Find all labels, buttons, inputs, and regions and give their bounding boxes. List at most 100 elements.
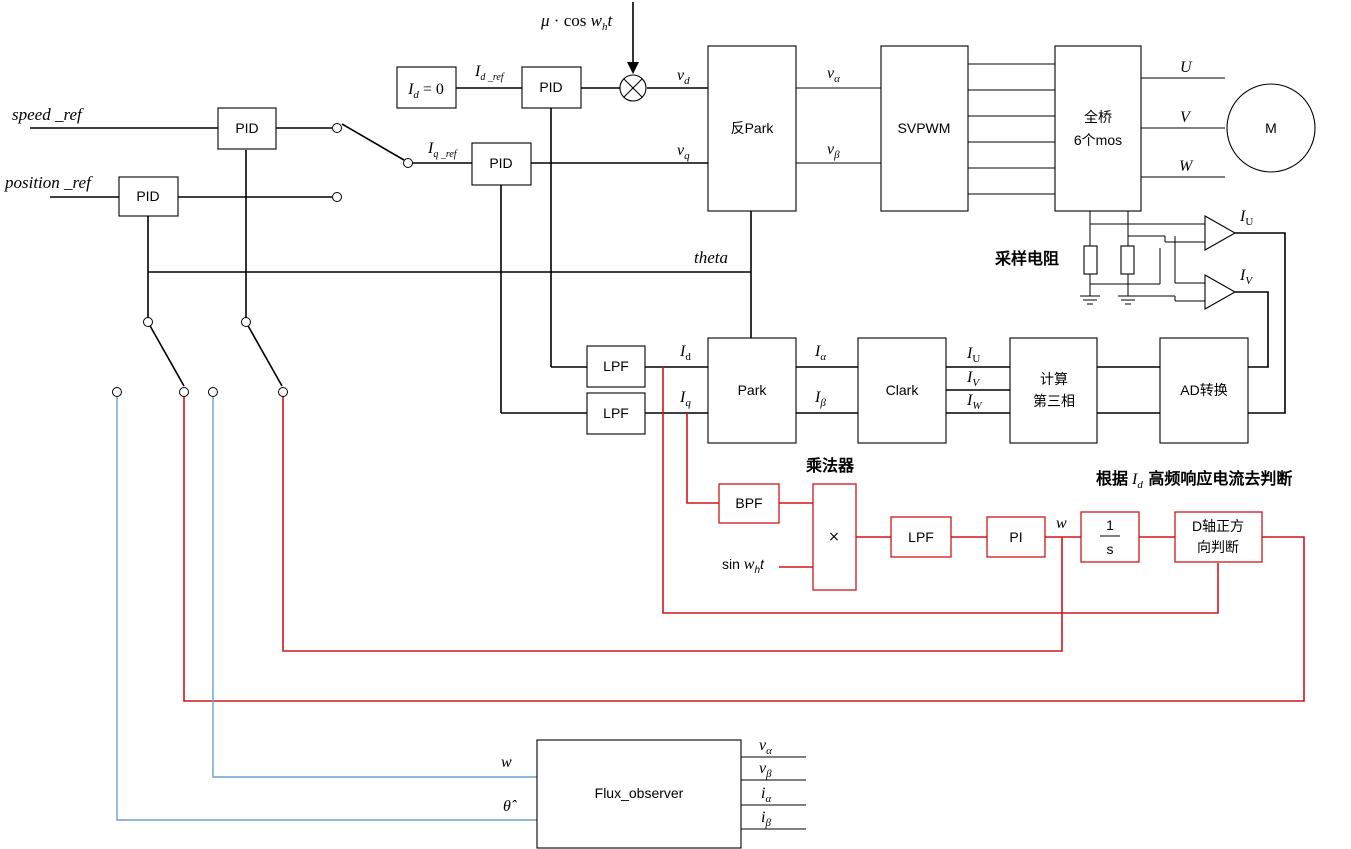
block-ad-converter: AD转换 [1159, 337, 1249, 444]
vd-label: vd [677, 67, 690, 87]
block-d-axis-judge: D轴正方 向判断 [1174, 511, 1263, 563]
block-multiplier: × [812, 483, 857, 591]
pi-label: PI [1009, 529, 1022, 545]
d-axis-judge-label-2: 向判断 [1197, 539, 1239, 555]
block-lpf-q: LPF [586, 392, 646, 435]
injection-label: μ · cos wht [540, 11, 613, 33]
phase-w-label: W [1179, 158, 1194, 175]
terminal-position [332, 192, 342, 202]
pid-speed-label: PID [235, 120, 258, 136]
black-wiring [30, 2, 1286, 830]
block-full-bridge: 全桥 6个mos [1054, 45, 1142, 212]
bpf-label: BPF [735, 495, 762, 511]
block-integrator: 1 s [1080, 511, 1140, 563]
pid-d-label: PID [539, 79, 562, 95]
amp-iv-label: IV [1239, 267, 1253, 287]
block-flux-observer: Flux_observer [536, 739, 742, 849]
hfi-red-wiring [183, 367, 1305, 702]
block-pid-position: PID [118, 176, 179, 217]
third-phase-label-1: 计算 [1040, 371, 1068, 387]
speed-ref-label: speed _ref [12, 105, 84, 124]
amplifier-v [1204, 274, 1237, 310]
terminal-w-hfi [278, 387, 288, 397]
switch-terminals [112, 123, 413, 397]
motor-label: M [1265, 120, 1277, 136]
position-ref-label: position _ref [4, 173, 93, 192]
terminal-pos-fb [143, 317, 153, 327]
id-ref-label: Id _ref [474, 63, 505, 83]
phase-u-label: U [1180, 59, 1193, 76]
terminal-theta-observer [112, 387, 122, 397]
theta-label: theta [694, 248, 728, 267]
iu-label: IU [966, 345, 980, 365]
block-clark: Clark [857, 337, 947, 444]
flux-out-vbeta: vβ [759, 760, 772, 780]
pid-q-label: PID [489, 155, 512, 171]
block-pid-speed: PID [217, 107, 277, 150]
pid-position-label: PID [136, 188, 159, 204]
sin-input-label: sin wht [722, 556, 765, 576]
iv-label: IV [966, 369, 980, 389]
iq-label: Iq [679, 389, 691, 409]
flux-out-ialpha: iα [761, 785, 771, 805]
sampling-resistor-v [1120, 245, 1135, 275]
third-phase-label-2: 第三相 [1033, 393, 1075, 409]
block-inverse-park: 反Park [707, 45, 797, 212]
svpwm-label: SVPWM [898, 120, 951, 136]
flux-observer-label: Flux_observer [595, 785, 684, 801]
block-pid-d: PID [521, 66, 582, 109]
sampling-resistor-u [1083, 245, 1098, 275]
flux-out-valpha: vα [759, 737, 772, 757]
ad-label: AD转换 [1180, 382, 1227, 398]
iw-label: IW [966, 392, 982, 412]
theta-hat-label: θ̂ [503, 798, 517, 815]
terminal-iqref [403, 158, 413, 168]
w-pi-label: w [1056, 515, 1067, 532]
block-pid-q: PID [471, 142, 532, 186]
terminal-theta-hfi [179, 387, 189, 397]
vbeta-label: vβ [827, 141, 840, 161]
summing-junction [619, 74, 647, 102]
judge-title: 根据 Id 高频响应电流去判断 [1096, 469, 1292, 491]
iq-ref-label: Iq _ref [427, 140, 458, 160]
lpf-d-label: LPF [603, 358, 629, 374]
bridge-label-2: 6个mos [1074, 132, 1122, 148]
phase-v-label: V [1180, 109, 1192, 126]
lpf-hfi-label: LPF [908, 529, 934, 545]
bridge-label-1: 全桥 [1084, 109, 1112, 125]
terminal-w-observer [208, 387, 218, 397]
inverse-park-label: 反Park [731, 120, 775, 136]
d-axis-judge-label-1: D轴正方 [1192, 518, 1244, 534]
sampling-resistor-title: 采样电阻 [994, 249, 1059, 268]
integrator-numerator: 1 [1106, 517, 1114, 533]
amplifier-u [1204, 215, 1237, 251]
block-park: Park [707, 337, 797, 444]
block-svpwm: SVPWM [880, 45, 969, 212]
signal-labels: speed _ref position _ref μ · cos wht Id … [4, 11, 1292, 829]
ialpha-label: Iα [814, 343, 826, 363]
observer-blue-wiring [116, 393, 537, 821]
valpha-label: vα [827, 65, 840, 85]
injection-arrow-head [627, 62, 639, 74]
block-third-phase: 计算 第三相 [1009, 337, 1098, 444]
block-id-zero: Id = 0 [396, 66, 457, 109]
integrator-denominator: s [1107, 541, 1114, 557]
multiplier-title: 乘法器 [805, 456, 855, 475]
w-observer-label: w [501, 754, 512, 771]
park-label: Park [738, 382, 768, 398]
block-pi: PI [986, 516, 1046, 558]
vq-label: vq [677, 142, 690, 162]
terminal-speed-fb [241, 317, 251, 327]
block-bpf: BPF [718, 483, 780, 524]
terminal-speed [332, 123, 342, 133]
amp-iu-label: IU [1239, 208, 1253, 228]
ibeta-label: Iβ [814, 389, 826, 409]
clark-label: Clark [886, 382, 920, 398]
block-lpf-hfi: LPF [890, 516, 952, 558]
block-motor: M [1226, 83, 1316, 173]
id-label: Id [679, 343, 691, 363]
multiplier-symbol: × [828, 529, 840, 545]
block-lpf-d: LPF [586, 345, 646, 388]
flux-out-ibeta: iβ [761, 809, 771, 829]
